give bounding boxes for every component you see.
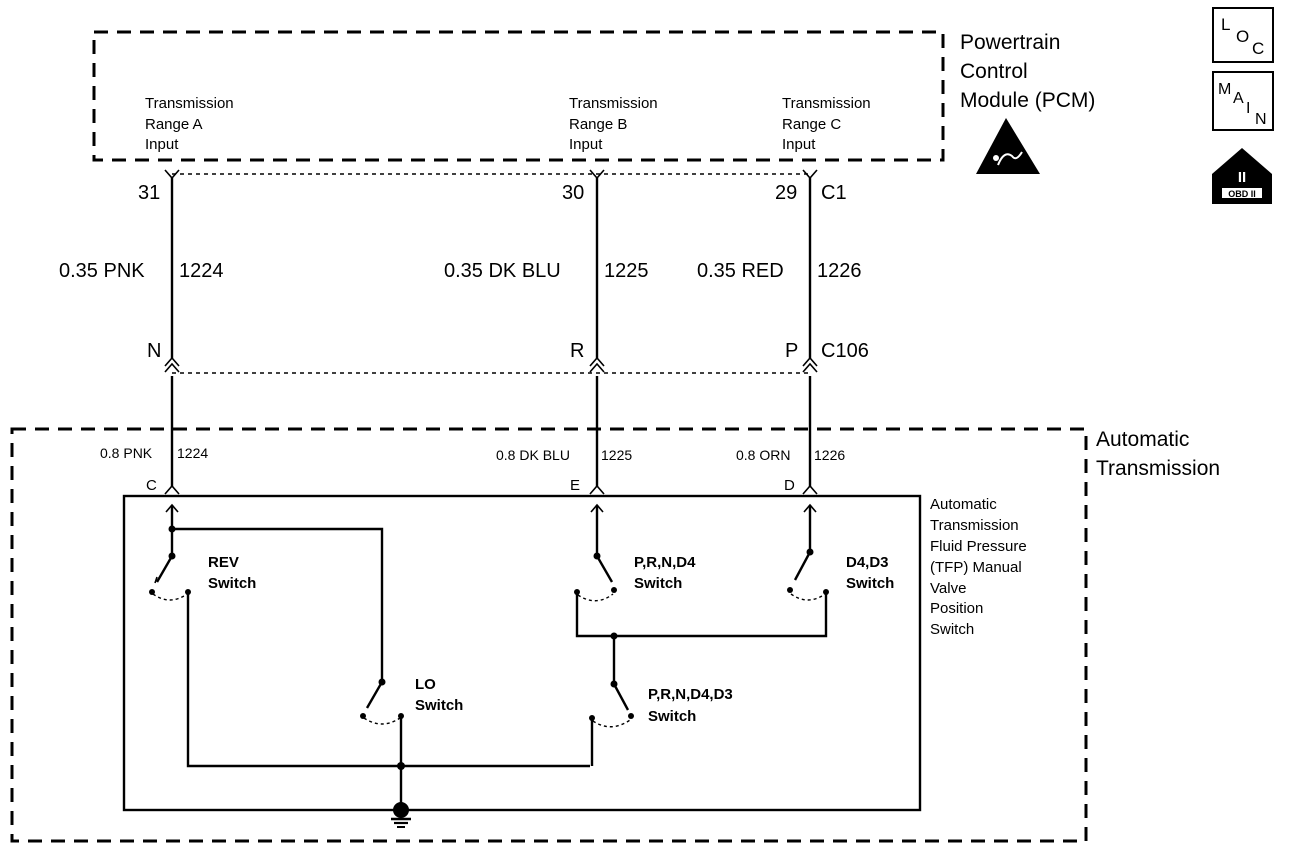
trans-pin-c: C — [146, 477, 157, 494]
pcm-title-line-2: Control — [960, 60, 1028, 83]
pcm-input-b-line-3: Input — [569, 136, 603, 153]
c106-pin-n: N — [147, 340, 161, 362]
pcm-pin-29: 29 — [775, 182, 797, 204]
wire-1226-circuit: 1226 — [817, 260, 862, 282]
wire-1225-spec: 0.35 DK BLU — [444, 260, 561, 282]
main-badge-n: N — [1255, 111, 1267, 128]
tfp-label-line-3: Fluid Pressure — [930, 538, 1027, 555]
loc-badge-l: L — [1221, 15, 1230, 34]
tfp-label-line-2: Transmission — [930, 517, 1019, 534]
main-badge-m: M — [1218, 81, 1231, 98]
obd-roman: II — [1238, 169, 1246, 186]
wire-0.8-orn-spec: 0.8 ORN — [736, 447, 790, 463]
prnd4-switch: P,R,N,D4 Switch — [574, 505, 828, 638]
ground-icon — [391, 802, 411, 828]
d4d3-switch-label: Switch — [846, 575, 894, 592]
prnd4d3-switch: P,R,N,D4,D3 Switch — [589, 632, 733, 766]
wire-0.8-dkblu-spec: 0.8 DK BLU — [496, 447, 570, 463]
pcm-boundary — [92, 30, 945, 162]
d4d3-switch-name: D4,D3 — [846, 554, 889, 571]
wire-1224-circuit: 1224 — [179, 260, 224, 282]
connector-c1-label: C1 — [821, 182, 847, 204]
rev-switch-name: REV — [208, 554, 239, 571]
transmission-boundary — [10, 427, 1088, 843]
loc-badge-c: C — [1252, 39, 1264, 58]
obd-text: OBD II — [1228, 189, 1256, 199]
pcm-title-line-3: Module (PCM) — [960, 89, 1095, 112]
wire-0.8-pnk-spec: 0.8 PNK — [100, 445, 153, 461]
obd-ii-badge-icon: II OBD II — [1212, 148, 1272, 204]
pcm-input-c-line-3: Input — [782, 136, 816, 153]
connector-c106: N R P C106 — [147, 340, 869, 374]
tfp-label-line-4: (TFP) Manual — [930, 559, 1022, 576]
pcm-pin-31: 31 — [138, 182, 160, 204]
pcm-input-a-line-2: Range A — [145, 116, 203, 133]
esd-warning-icon — [976, 118, 1040, 174]
wire-1224-spec: 0.35 PNK — [59, 260, 145, 282]
tfp-label-line-5: Valve — [930, 580, 966, 597]
connector-c106-label: C106 — [821, 340, 869, 362]
c106-pin-r: R — [570, 340, 584, 362]
main-badge-i: I — [1246, 100, 1250, 117]
lo-switch: LO Switch — [360, 676, 463, 810]
transmission-module: Automatic Transmission 0.8 PNK 1224 0.8 … — [10, 376, 1220, 843]
wire-0.8-dkblu-circuit: 1225 — [601, 447, 632, 463]
main-badge-icon: M A I N — [1212, 71, 1274, 131]
tfp-label-line-7: Switch — [930, 621, 974, 638]
pcm-input-c-line-2: Range C — [782, 116, 841, 133]
prnd4d3-switch-label: Switch — [648, 708, 696, 725]
wire-0.8-orn-circuit: 1226 — [814, 447, 845, 463]
rev-switch: REV Switch — [149, 505, 590, 768]
rev-switch-label: Switch — [208, 575, 256, 592]
wire-1225-circuit: 1225 — [604, 260, 649, 282]
loc-badge-icon: L O C — [1212, 7, 1274, 63]
prnd4-switch-name: P,R,N,D4 — [634, 554, 696, 571]
pcm-input-b-line-1: Transmission — [569, 95, 658, 112]
wire-1226-spec: 0.35 RED — [697, 260, 784, 282]
pcm-input-c-line-1: Transmission — [782, 95, 871, 112]
transmission-title-line-1: Automatic — [1096, 428, 1189, 451]
d4d3-switch: D4,D3 Switch — [787, 505, 894, 601]
connector-c1: 31 30 29 C1 — [138, 169, 847, 204]
lo-switch-label: Switch — [415, 697, 463, 714]
pcm-module: Powertrain Control Module (PCM) Transmis… — [92, 30, 1095, 162]
prnd4-switch-label: Switch — [634, 575, 682, 592]
tfp-label-line-6: Position — [930, 600, 983, 617]
wire-0.8-pnk-circuit: 1224 — [177, 445, 208, 461]
pcm-input-b-line-2: Range B — [569, 116, 627, 133]
c106-pin-p: P — [785, 340, 798, 362]
main-badge-a: A — [1233, 90, 1244, 107]
upper-wires: 0.35 PNK 1224 0.35 DK BLU 1225 0.35 RED … — [59, 178, 862, 358]
pcm-pin-30: 30 — [562, 182, 584, 204]
tfp-label-line-1: Automatic — [930, 496, 997, 513]
pcm-input-a-line-1: Transmission — [145, 95, 234, 112]
trans-pin-d: D — [784, 477, 795, 494]
pcm-title-line-1: Powertrain — [960, 31, 1060, 54]
trans-pin-e: E — [570, 477, 580, 494]
transmission-title-line-2: Transmission — [1096, 457, 1220, 480]
prnd4d3-switch-name: P,R,N,D4,D3 — [648, 686, 733, 703]
tfp-switch-body — [122, 494, 922, 812]
loc-badge-o: O — [1236, 27, 1249, 46]
lo-switch-name: LO — [415, 676, 436, 693]
pcm-input-a-line-3: Input — [145, 136, 179, 153]
